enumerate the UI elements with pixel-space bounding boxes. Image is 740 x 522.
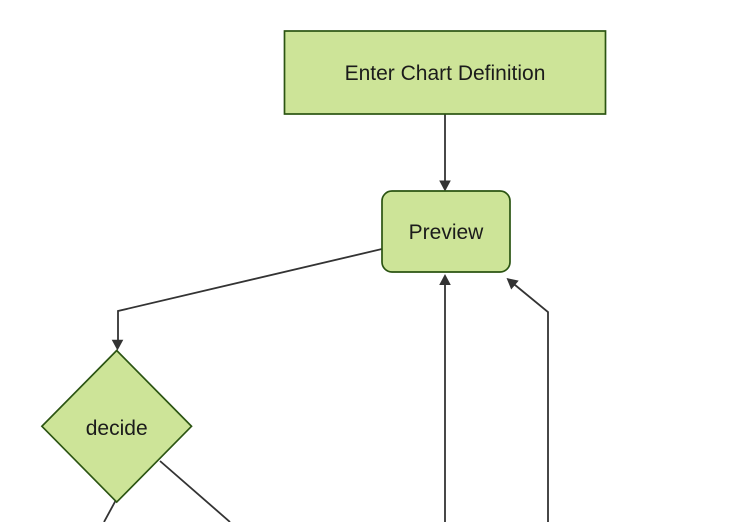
- arrowhead-enter-to-preview: [439, 180, 451, 192]
- node-label-decide: decide: [86, 417, 148, 440]
- node-enter-chart-definition: Enter Chart Definition: [283, 30, 607, 115]
- edge-bottom-right-to-preview: [511, 281, 549, 522]
- arrowhead-bottom-right-to-preview: [506, 278, 519, 290]
- edge-layer: [103, 114, 549, 522]
- rectangle-node-shape: [283, 30, 607, 115]
- node-decide: decide: [40, 349, 193, 504]
- arrowhead-preview-to-decide: [111, 339, 124, 351]
- edge-preview-to-decide: [117, 248, 383, 341]
- node-label-preview: Preview: [409, 221, 485, 244]
- diamond-node-shape: [40, 349, 193, 504]
- edge-decide-to-offscreen-right: [159, 460, 231, 522]
- arrowhead-bottom-to-preview: [439, 274, 451, 285]
- edge-decide-to-offscreen-left: [103, 498, 118, 522]
- node-label-enter-chart-definition: Enter Chart Definition: [345, 62, 546, 85]
- node-preview: Preview: [381, 190, 511, 273]
- rounded-rectangle-node-shape: [381, 190, 511, 273]
